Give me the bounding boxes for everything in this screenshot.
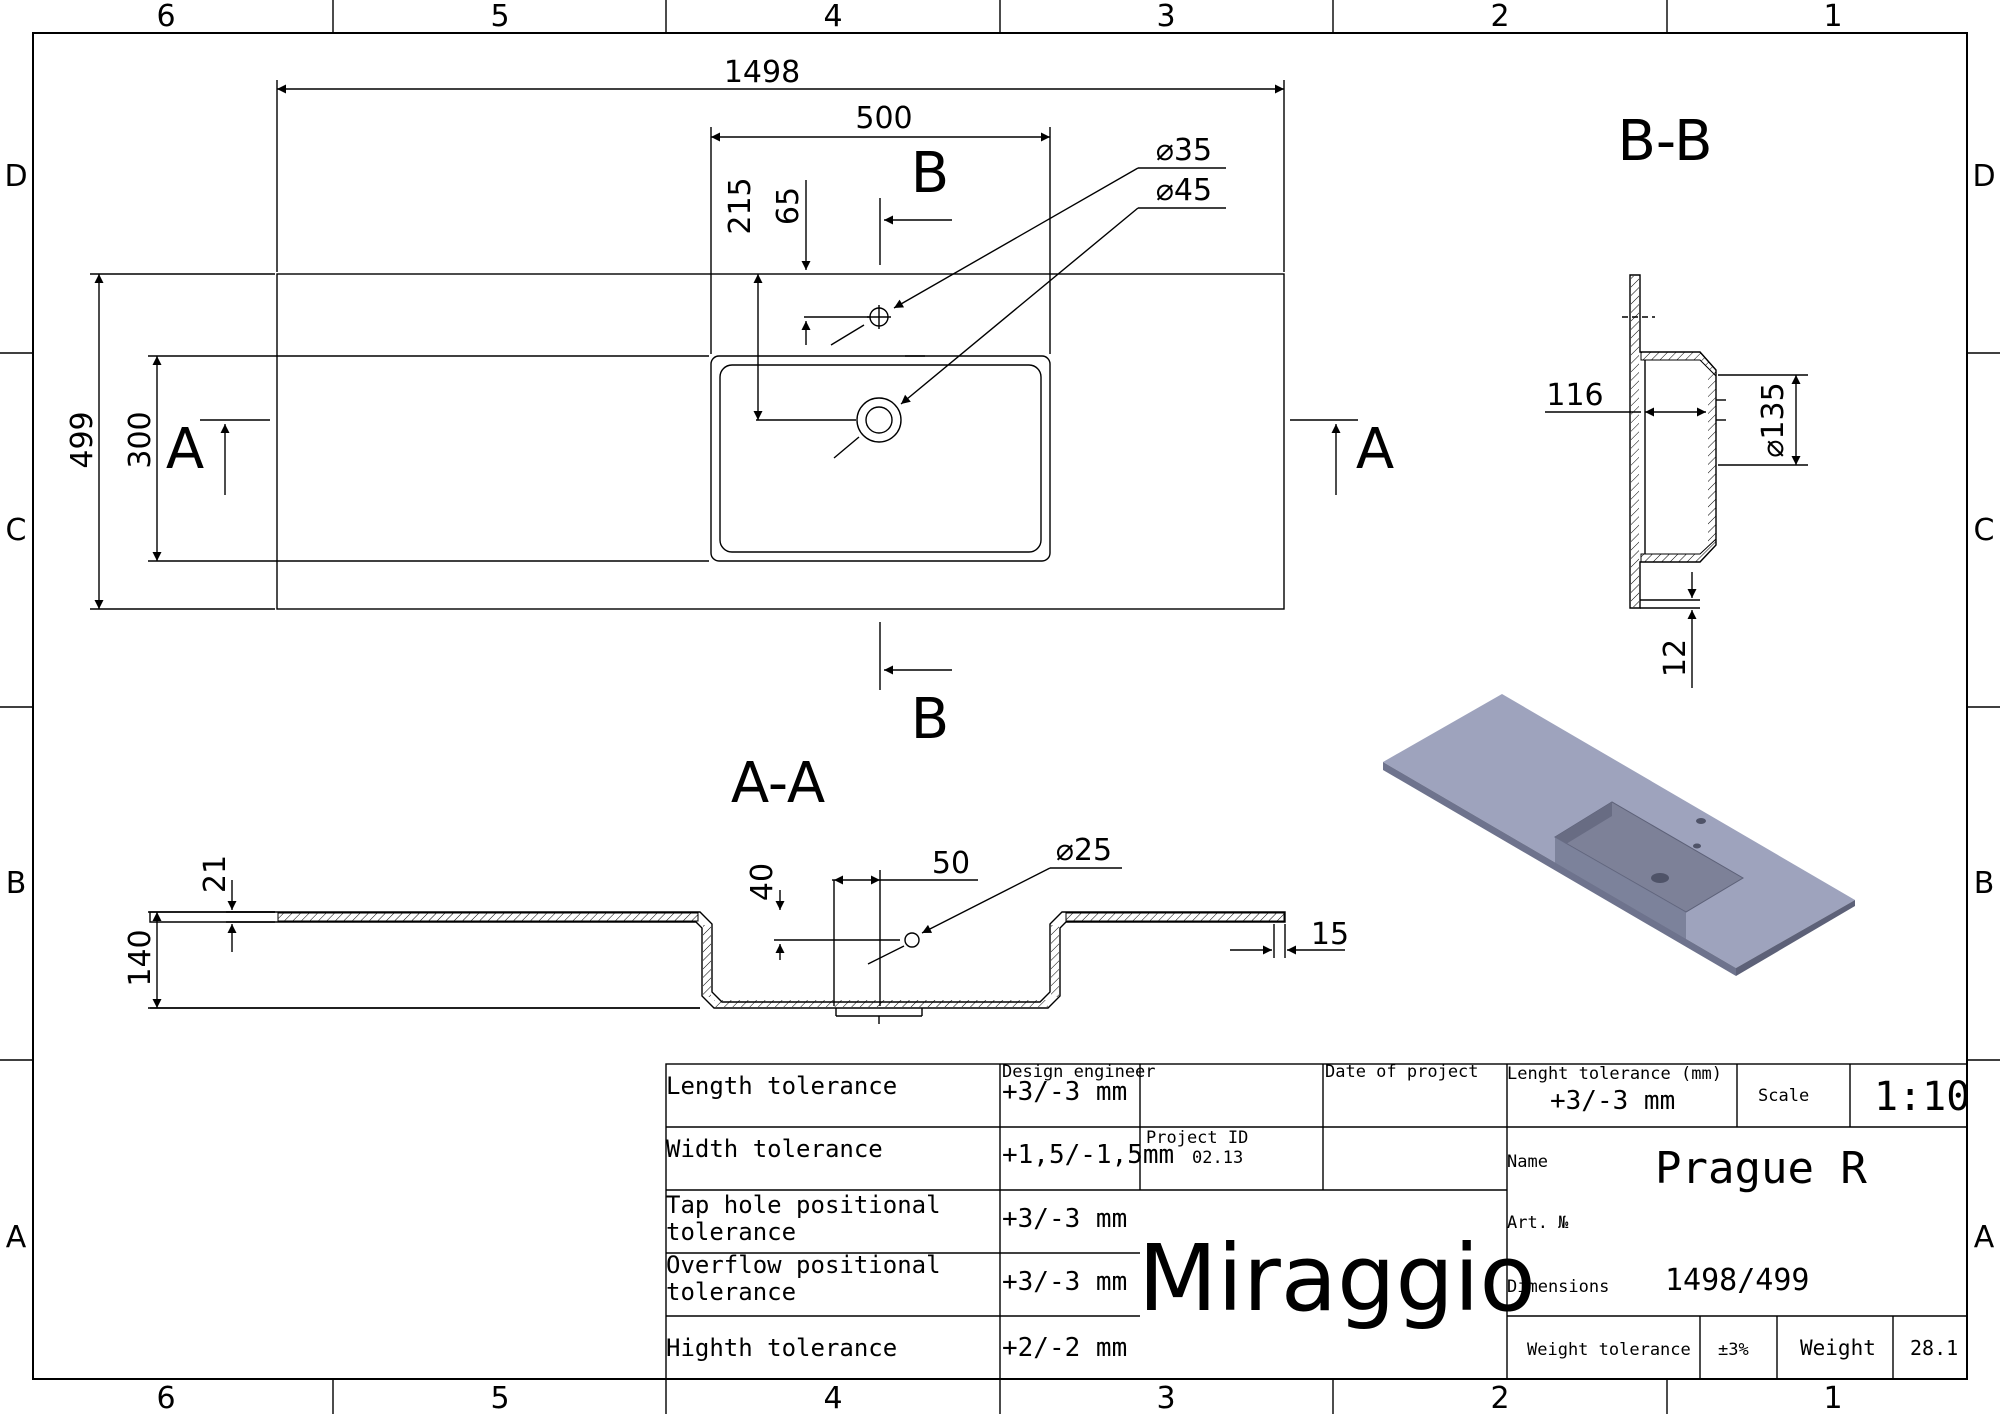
title-block [665,1063,1968,1380]
art-label: Art. № [1507,1213,1569,1233]
dim-length: 1498 [724,55,800,90]
top-view: 1498 500 499 300 215 65 ⌀35 ⌀4 [65,55,1394,752]
section-bb-title: B-B [1617,109,1712,174]
dim-bowl-depth: 300 [123,411,158,468]
tol-overflow-label-2: tolerance [666,1278,796,1306]
dim-top: 40 [745,863,780,901]
col-label-top-5: 5 [490,0,509,34]
row-label-left-d: D [4,159,27,194]
tol-width-label: Width tolerance [666,1135,883,1163]
section-aa-profile [149,911,1286,1009]
length-tol-value: +3/-3 mm [1550,1086,1675,1116]
drain-outer [856,397,902,443]
section-bb-view: B-B 116 ⌀135 12 [1545,109,1808,688]
dim-overflow-offset: 65 [771,187,806,225]
col-label-bottom-6: 6 [156,1381,175,1414]
dim-bowl-width: 500 [855,101,912,136]
row-label-right-d: D [1972,159,1995,194]
tol-tap-label-1: Tap hole positional [666,1191,941,1219]
section-b-bottom-label: B [911,687,949,752]
project-id-label: Project ID [1146,1128,1248,1148]
weight-label: Weight [1800,1336,1876,1360]
dim-tap-offset: 215 [723,177,758,234]
col-label-top-4: 4 [823,0,842,34]
row-label-right-c: C [1974,513,1995,548]
dim-bb-hole: ⌀135 [1756,382,1791,457]
name-label: Name [1507,1152,1548,1172]
dim-height: 140 [123,929,158,986]
row-label-right-a: A [1974,1220,1995,1255]
row-label-left-b: B [6,866,27,901]
tol-length-value: +3/-3 mm [1002,1077,1127,1107]
col-label-top-2: 2 [1490,0,1509,34]
bowl-outer [710,355,1051,562]
col-label-bottom-3: 3 [1156,1381,1175,1414]
col-label-top-3: 3 [1156,0,1175,34]
length-tol-label: Lenght tolerance (mm) [1507,1064,1722,1084]
project-id-value: 02.13 [1192,1148,1243,1168]
date-label: Date of project [1325,1062,1479,1082]
section-aa-title: A-A [731,751,825,816]
dim-hole-b: ⌀45 [1156,173,1212,208]
row-label-right-b: B [1974,866,1995,901]
dim-hole-small: ⌀25 [1056,833,1112,868]
tol-overflow-value: +3/-3 mm [1002,1267,1127,1297]
dim-bb-depth: 116 [1546,378,1603,413]
tol-tap-value: +3/-3 mm [1002,1204,1127,1234]
col-label-top-1: 1 [1823,0,1842,34]
dim-offset: 50 [932,846,970,881]
tol-tap-label-2: tolerance [666,1218,796,1246]
dim-edge: 15 [1311,917,1349,952]
weight-tol-label: Weight tolerance [1527,1340,1691,1360]
dimensions-label: Dimensions [1507,1277,1609,1297]
dimensions-value: 1498/499 [1665,1263,1810,1298]
tol-height-value: +2/-2 mm [1002,1333,1127,1363]
col-label-bottom-1: 1 [1823,1381,1842,1414]
section-aa-view: A-A 21 140 40 50 [123,751,1349,1024]
dim-slab: 21 [198,855,233,893]
countertop-outline [276,273,1285,610]
tol-width-value: +1,5/-1,5mm [1002,1140,1174,1170]
col-label-bottom-2: 2 [1490,1381,1509,1414]
tol-overflow-label-1: Overflow positional [666,1251,941,1279]
brand-wordmark: Miraggio [1138,1225,1536,1332]
dim-depth: 499 [65,411,100,468]
product-render [1383,694,1855,976]
tol-height-label: Highth tolerance [666,1334,897,1362]
row-label-left-c: C [6,513,27,548]
scale-label: Scale [1758,1086,1809,1106]
section-b-top-label: B [911,141,949,206]
product-name: Prague R [1655,1143,1867,1194]
bowl-inner [719,364,1042,553]
design-engineer-label: Design engineer [1002,1062,1156,1082]
tol-length-label: Length tolerance [666,1072,897,1100]
dim-bb-thickness: 12 [1658,639,1693,677]
scale-value: 1:10 [1874,1074,1970,1120]
weight-tol-value: ±3% [1718,1340,1749,1360]
section-a-left-label: A [166,417,204,482]
dim-hole-a: ⌀35 [1156,133,1212,168]
weight-value: 28.1 [1910,1336,1958,1360]
row-label-left-a: A [6,1220,27,1255]
section-a-right-label: A [1356,417,1394,482]
col-label-top-6: 6 [156,0,175,34]
col-label-bottom-4: 4 [823,1381,842,1414]
col-label-bottom-5: 5 [490,1381,509,1414]
drain-inner [865,406,893,434]
